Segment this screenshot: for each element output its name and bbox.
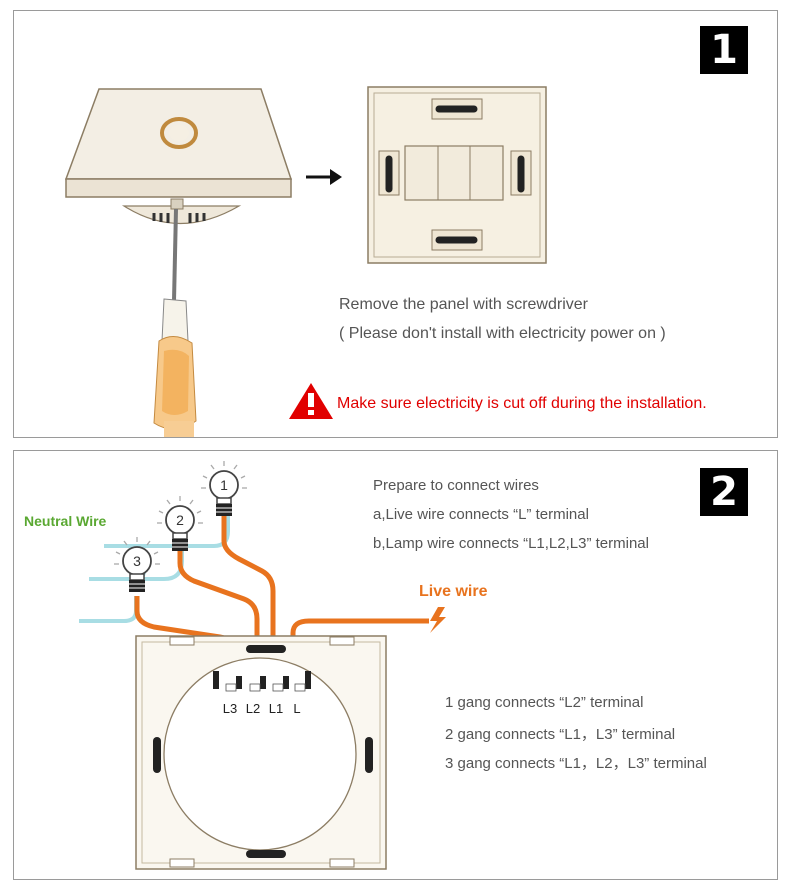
lamp-number-2: 2 — [176, 512, 184, 528]
arrow-right-icon — [306, 169, 342, 185]
switch-back-plate — [135, 635, 387, 870]
lamp-bulb-icon — [114, 537, 160, 592]
step-1-number: 1 — [700, 26, 748, 74]
step-2-panel: 2 — [13, 450, 778, 880]
screwdriver-illustration — [153, 208, 197, 437]
terminal-label-L3: L3 — [223, 701, 237, 716]
live-wire-label: Live wire — [419, 583, 488, 600]
terminal-label-L1: L1 — [269, 701, 283, 716]
step-2-number: 2 — [700, 468, 748, 516]
lamp-number-3: 3 — [133, 553, 141, 569]
lightning-bolt-icon — [430, 607, 446, 633]
step-2-wiring-diagram: 1 2 3 — [24, 461, 488, 870]
gang-3-text: 3 gang connects “L1，L2，L3” terminal — [445, 755, 707, 772]
back-plate-illustration — [367, 86, 547, 264]
step-2-intro: Prepare to connect wires — [373, 477, 539, 494]
step-1-instruction: Remove the panel with screwdriver — [339, 296, 588, 313]
step-2-line-a: a,Live wire connects “L” terminal — [373, 506, 589, 523]
step-1-note: ( Please don't install with electricity … — [339, 325, 666, 342]
terminal-label-L2: L2 — [246, 701, 260, 716]
step-1-panel: 1 — [13, 10, 778, 438]
gang-1-text: 1 gang connects “L2” terminal — [445, 694, 644, 711]
terminal-label-L: L — [293, 701, 300, 716]
step-1-illustration — [64, 86, 547, 437]
gang-2-text: 2 gang connects “L1，L3” terminal — [445, 726, 676, 743]
switch-panel-illustration — [64, 88, 293, 225]
lamp-bulb-icon — [201, 461, 247, 516]
neutral-wires — [79, 516, 230, 623]
lamp-bulb-icon — [157, 496, 203, 551]
neutral-wire-label: Neutral Wire — [24, 513, 107, 529]
lamp-number-1: 1 — [220, 477, 228, 493]
warning-triangle-icon — [289, 383, 333, 419]
step-2-line-b: b,Lamp wire connects “L1,L2,L3” terminal — [373, 535, 649, 552]
step-1-warning: Make sure electricity is cut off during … — [337, 395, 707, 412]
